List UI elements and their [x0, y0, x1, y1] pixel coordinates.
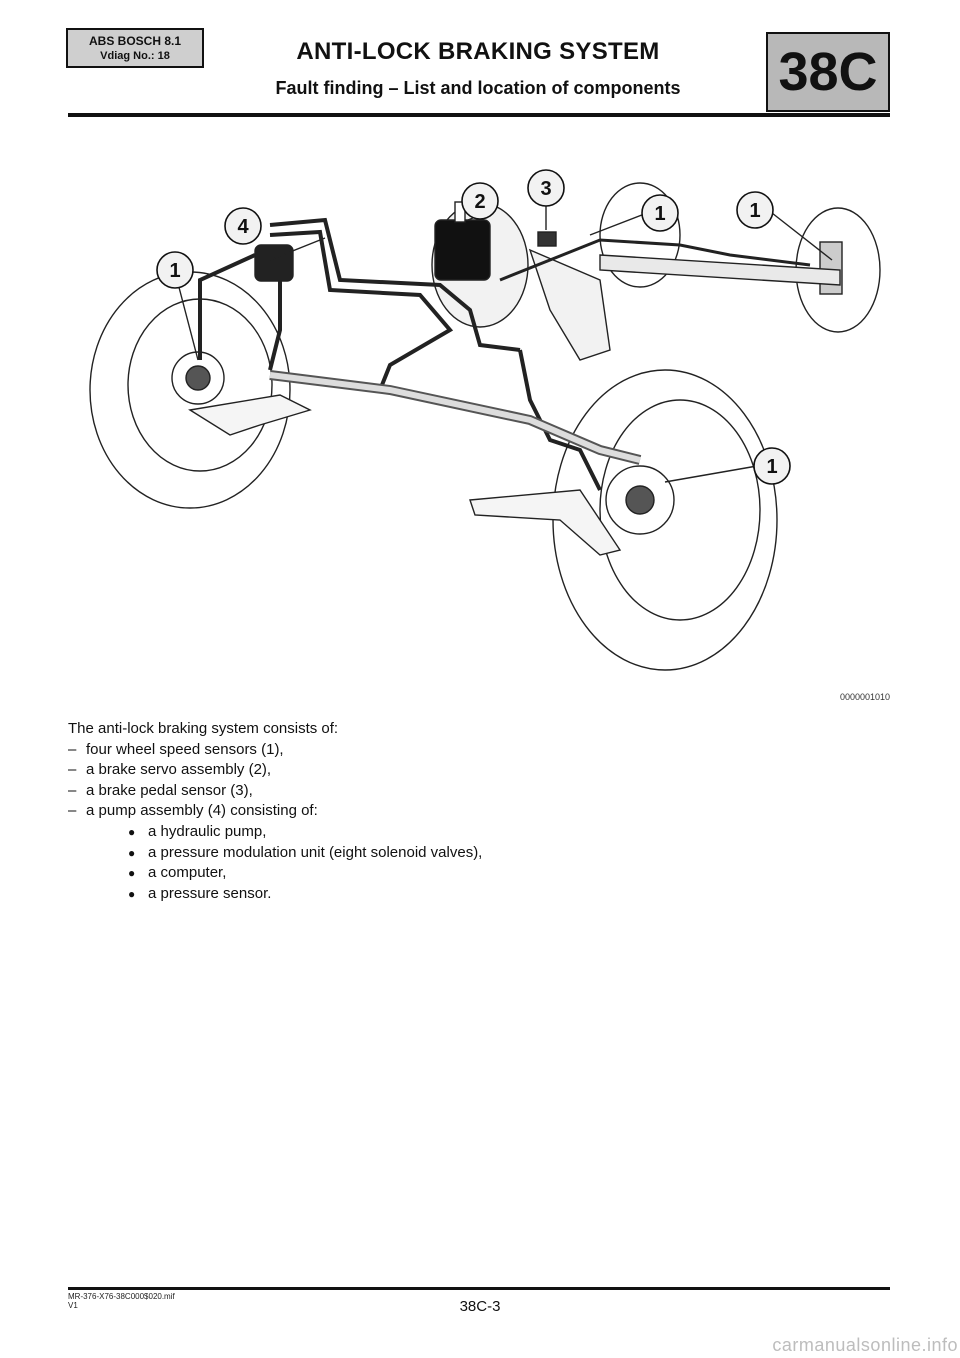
list-item: –a brake servo assembly (2),	[68, 761, 272, 779]
watermark: carmanualsonline.info	[772, 1335, 958, 1355]
callout-1-rear-right: 1	[749, 200, 760, 222]
manual-tag-box: ABS BOSCH 8.1 Vdiag No.: 18	[66, 28, 204, 68]
page-subtitle: Fault finding – List and location of com…	[275, 78, 681, 98]
list-item: –four wheel speed sensors (1),	[68, 740, 284, 758]
callout-1-front-right: 1	[766, 456, 777, 478]
callout-2: 2	[474, 191, 485, 213]
pedal-sensor	[537, 231, 557, 247]
sub-list-item: ●a pressure modulation unit (eight solen…	[128, 843, 483, 861]
rear-left-wheel	[599, 182, 681, 288]
component-list: The anti-lock braking system consists of…	[68, 719, 868, 904]
callout-4: 4	[237, 216, 249, 238]
sub-list-item: ●a pressure sensor.	[128, 884, 272, 902]
figure-id: 0000001010	[839, 692, 890, 702]
fluid-reservoir	[434, 219, 491, 281]
vdiag-number: Vdiag No.: 18	[100, 50, 170, 62]
callout-1-rear-left: 1	[654, 203, 665, 225]
callout-markers: 4 2 3 1 1 1 1	[156, 169, 791, 485]
system-name: ABS BOSCH 8.1	[88, 34, 182, 48]
footer-divider	[68, 1287, 890, 1290]
header-divider	[68, 113, 890, 117]
page-number: 38C-3	[459, 1298, 501, 1315]
list-item: –a brake pedal sensor (3),	[68, 781, 253, 799]
sub-list-item: ●a computer,	[128, 864, 227, 882]
page-title: ANTI-LOCK BRAKING SYSTEM	[296, 38, 660, 65]
abs-component-diagram: 4 2 3 1 1 1 1	[89, 169, 881, 671]
pump-sub-list: ●a hydraulic pump, ●a pressure modulatio…	[68, 822, 868, 904]
footer-reference: MR-376-X76-38C000$020.mif V1	[68, 1292, 175, 1310]
intro-text: The anti-lock braking system consists of…	[68, 720, 339, 737]
front-left-wheel	[89, 271, 291, 509]
pump-assembly	[254, 244, 294, 282]
section-code-badge: 38C	[766, 32, 890, 112]
list-item: –a pump assembly (4) consisting of:	[68, 802, 318, 820]
sub-list-item: ●a hydraulic pump,	[128, 822, 267, 840]
callout-3: 3	[540, 178, 551, 200]
callout-1-front-left: 1	[169, 260, 180, 282]
pedal-assembly	[528, 248, 611, 361]
dash-list: –four wheel speed sensors (1), –a brake …	[68, 740, 868, 822]
